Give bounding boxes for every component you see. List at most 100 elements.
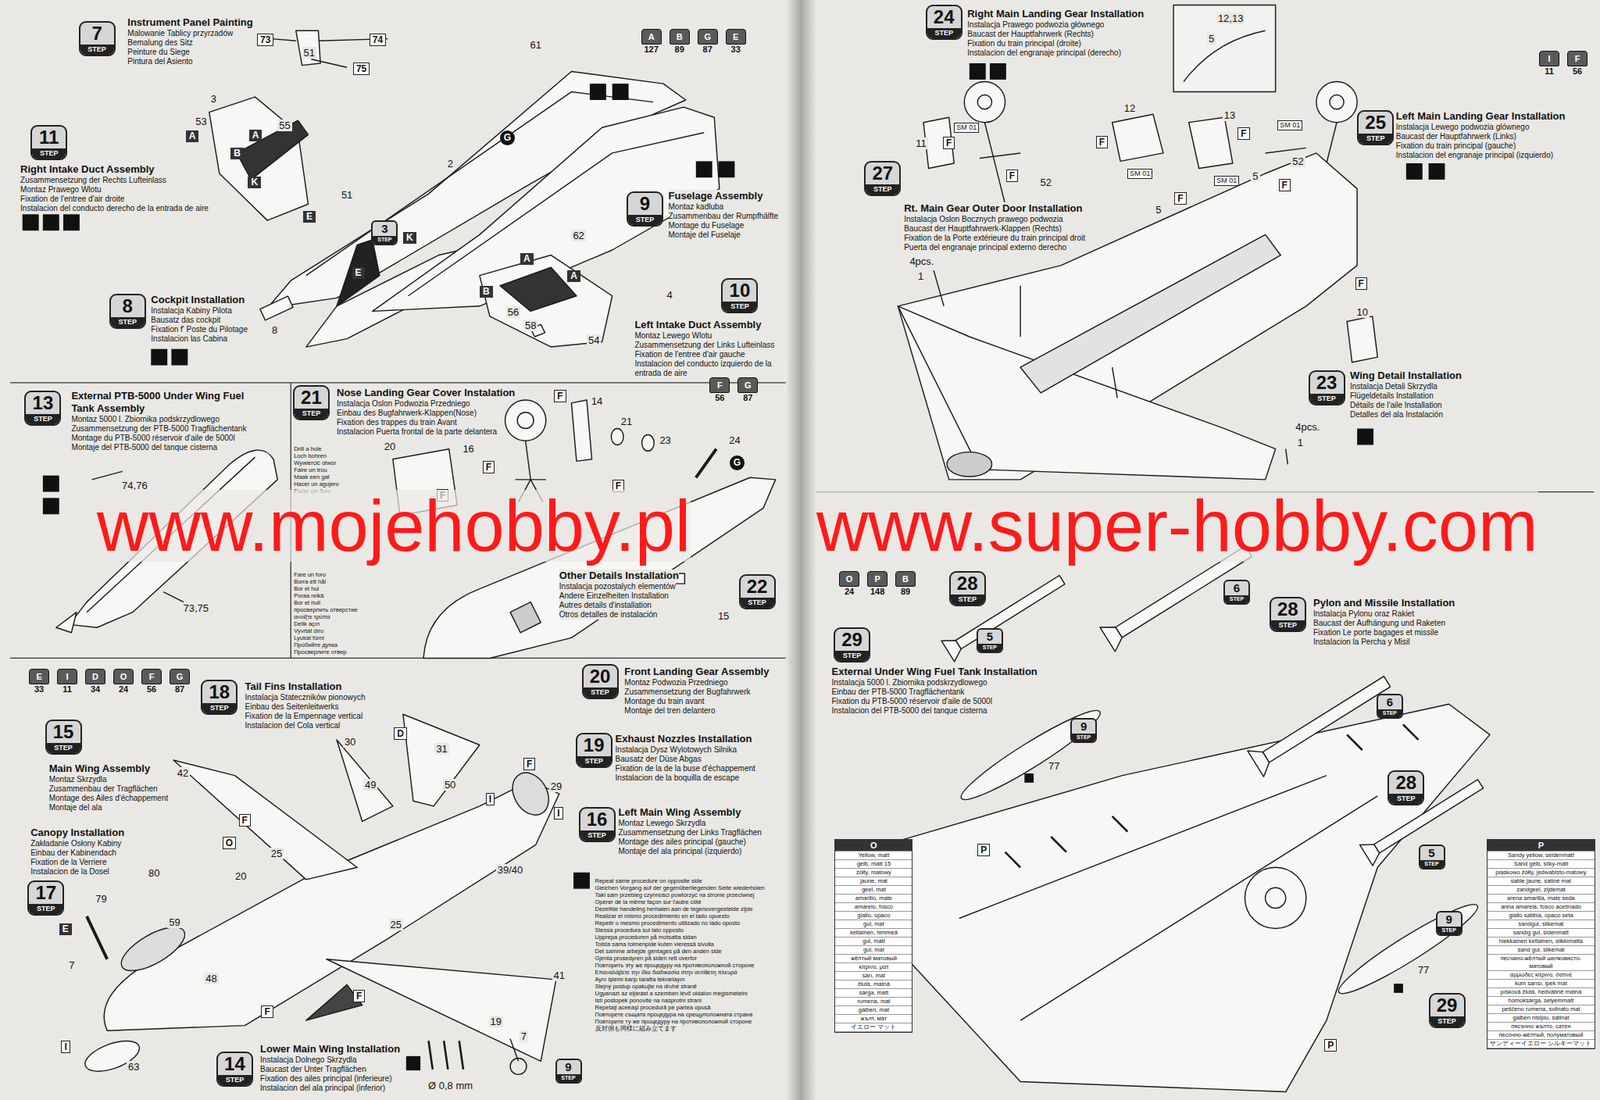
step-title: Lower Main Wing Installation [260, 1042, 400, 1056]
part-letter: F [239, 814, 251, 827]
table-cell: peščeno rumena, svilnato mat [1487, 1005, 1595, 1015]
part-number: 2 [446, 157, 455, 170]
table-cell: hiekkainen keltainen, silkkimatta [1487, 937, 1595, 947]
paint-code: 34 [90, 684, 100, 695]
step-title: Zusammensetzung der Bugfahrwerk [624, 687, 750, 697]
note-text: Просверлите отвер [293, 648, 347, 656]
paint-code: 89 [675, 44, 685, 55]
step-title: Instalacja 5000 l. Zbiornika podskrzydlo… [832, 678, 988, 688]
sprue-code: SM 01 [1127, 168, 1153, 179]
part-number: 62 [571, 229, 586, 242]
step-title: Fixation du train principal (droite) [967, 39, 1082, 49]
step-title: Instalacion del conducto izquierdo de la… [634, 359, 788, 379]
step-title: Instalacja Oslon Podwozia Przedniego [336, 399, 471, 409]
part-number: 51 [339, 189, 354, 201]
step-title: Instalacja Lewego podwozia glównego [1396, 122, 1530, 133]
part-letter: F [523, 757, 536, 771]
note-text: Fare un foro [293, 571, 326, 579]
step-title: Baucast der Hauptfahrwerk (Rechts) [967, 29, 1094, 40]
watermark: www.mojehobby.pl [96, 489, 691, 562]
step-number: 29 [835, 628, 869, 651]
step-badge: 16STEP [578, 807, 616, 843]
step-word: STEP [217, 1075, 252, 1086]
step-badge: 29STEP [1428, 992, 1466, 1029]
step-badge: 20STEP [582, 664, 619, 700]
step-title: Fixation de la Porte extérieure du train… [903, 233, 1086, 243]
table-cell: sárga, matt [835, 989, 912, 998]
table-cell: sandig gul, sidenmatt [1487, 928, 1595, 938]
step-number: 16 [580, 808, 615, 831]
step-title: Instalacion del PTB-5000 del tanque cist… [832, 706, 988, 716]
part-letter: F [1237, 127, 1250, 140]
paint-letter: G [697, 28, 718, 45]
note-text: Upprepa proceduren på motsatta sidan [595, 933, 697, 941]
table-cell: sarı, mat [835, 971, 912, 981]
step-number: 21 [294, 386, 329, 409]
paint-chip: P148 [867, 571, 889, 597]
step-title: Instalacja Oslon Bocznych prawego podwoz… [903, 214, 1063, 225]
step-number: 28 [950, 572, 985, 595]
paint-code: 127 [644, 44, 659, 55]
part-letter: I [60, 1040, 70, 1054]
step-title: Flügeldetails Installation [1350, 391, 1434, 401]
table-cell: サンディーイエロー シルキーマット [1487, 1039, 1595, 1049]
step-word: STEP [202, 703, 236, 714]
part-number: 59 [167, 916, 182, 929]
step-number: 11 [32, 126, 66, 149]
step-badge: 9STEP [626, 191, 664, 227]
part-letter: I [553, 807, 563, 820]
paint-chips: E33I11D34O24F56G87 [28, 668, 191, 695]
paint-chips: F56G87 [709, 377, 759, 404]
table-cell: amarillo, mate [835, 894, 912, 904]
step-word: STEP [1389, 793, 1423, 804]
step-badge: 13STEP [24, 390, 61, 426]
watermark: www.super-hobby.com [816, 489, 1539, 562]
note-text: Hacer un agujero [293, 480, 340, 488]
note-text: Stessa procedura sul lato opposto [595, 926, 684, 934]
part-number: 19 [489, 1015, 504, 1028]
paint-chip: F56 [709, 377, 731, 404]
part-number: 80 [146, 867, 161, 879]
paint-chip: A127 [640, 28, 662, 55]
part-number: 51 [302, 46, 317, 59]
note-text: Lyukat fúrni [293, 634, 325, 642]
table-cell: keltainen, himmeä [835, 928, 912, 938]
paint-letter: E [725, 28, 747, 45]
step-number: 14 [217, 1053, 252, 1075]
step-title: Instalacion de la boquilla de escape [615, 773, 740, 783]
note-text: Maak een gat [293, 473, 329, 481]
note-block: Fare un foroBorra ett hålBor et hulPoraa… [293, 571, 378, 656]
part-letter: O [222, 836, 236, 850]
part-number: 3 [209, 92, 218, 105]
title-block: Exhaust Nozzles InstallationInstalacja D… [615, 732, 756, 783]
note-text: Пробийте дупка [293, 641, 338, 649]
step-word: STEP [294, 408, 329, 419]
step-title: Montage du PTB-5000 réservoir d'aile de … [71, 433, 235, 443]
step-word: STEP [950, 594, 985, 605]
part-letter: A [520, 253, 534, 265]
part-number: 20 [233, 870, 248, 883]
step-badge: 3STEP [371, 220, 398, 246]
step-word: STEP [740, 597, 775, 608]
step-title: Left Intake Duct Assembly [634, 318, 761, 332]
note-text: Aynı işlemi karşı tarafta tekrarlayın [595, 975, 686, 983]
step-badge: 29STEP [833, 627, 871, 663]
sprue-code: SM 01 [953, 122, 979, 133]
paint-letter: B [895, 571, 916, 587]
color-marker: G [729, 455, 745, 471]
step-title: Fuselage Assembly [668, 189, 764, 203]
part-letter: F [1278, 178, 1291, 192]
table-cell: жёлтый матовый [835, 954, 912, 964]
paint-code: 11 [62, 684, 72, 695]
step-word: STEP [978, 643, 1002, 652]
part-letter: B [230, 147, 244, 160]
paint-letter: P [867, 571, 888, 587]
note-text: Det samme arbejde gentages på den anden … [595, 947, 722, 955]
table-cell: Yellow, matt [835, 851, 912, 861]
step-word: STEP [25, 414, 60, 425]
step-number: 9 [628, 192, 662, 215]
step-title: Baucast der Hauptfahrwerk (Links) [1396, 132, 1517, 142]
step-word: STEP [1420, 860, 1444, 868]
part-number: 13 [1222, 109, 1237, 122]
title-block: External Under Wing Fuel Tank Installati… [832, 665, 1038, 716]
